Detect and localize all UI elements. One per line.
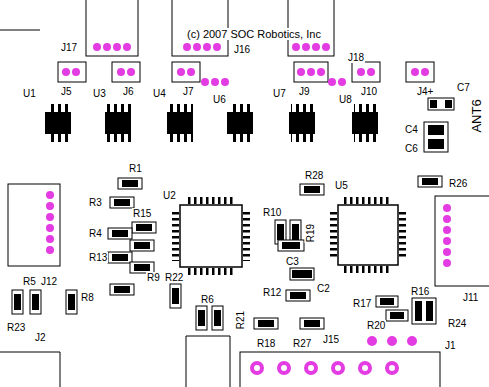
part-label: R26 [448,178,468,189]
part-label: R16 [410,286,430,297]
part-label: U1 [22,88,37,99]
part-label: U5 [334,180,349,191]
pad-holes [254,365,395,371]
part-label: R19 [305,223,316,243]
part-label: R6 [200,294,215,305]
copyright-notice: (c) 2007 SOC Robotics, Inc [186,28,322,40]
part-label: J9 [298,86,311,97]
pads [46,43,451,375]
part-label: U6 [212,94,227,105]
part-label: C2 [316,283,331,294]
part-label: J12 [40,276,58,287]
part-label: J11 [462,292,479,303]
part-label: R18 [256,338,276,349]
part-label: U8 [338,94,353,105]
part-label: U2 [162,190,177,201]
part-label: R8 [80,292,95,303]
part-label: J7 [182,86,195,97]
part-label: R28 [304,170,324,181]
part-label: J4+ [416,86,434,97]
part-label: U7 [272,88,287,99]
part-label: R9 [146,272,161,283]
part-label: J16 [233,44,251,55]
qfp-chips [172,197,406,275]
part-label: J2 [34,332,47,343]
part-label: R21 [235,310,246,330]
part-label: R3 [88,197,103,208]
part-label: R22 [164,272,184,283]
part-label: U3 [92,88,107,99]
chip-parts [12,98,454,330]
part-label: R13 [88,252,108,263]
part-label: J6 [122,86,135,97]
part-label: R27 [292,338,312,349]
part-label: C7 [456,82,471,93]
soic-chips [45,104,378,142]
part-label: R1 [128,163,143,174]
part-label: J17 [60,42,78,53]
part-label: R5 [22,276,37,287]
part-label: R15 [132,208,152,219]
part-label: R12 [262,287,282,298]
part-label: R4 [88,228,103,239]
part-label: J10 [360,86,378,97]
antenna-label: ANT6 [470,98,484,133]
part-label: C6 [404,143,419,154]
part-label: R24 [447,318,467,329]
part-label: C4 [404,124,419,135]
part-label: R17 [352,298,372,309]
part-label: J15 [322,334,340,345]
part-label: C3 [285,256,300,267]
chip-bodies [14,100,452,327]
part-label: J5 [60,86,73,97]
part-label: R10 [262,207,282,218]
part-label: J1 [444,340,457,351]
part-label: R23 [6,322,26,333]
part-label: R20 [366,320,386,331]
part-label: U4 [152,88,167,99]
part-label: J18 [347,52,365,63]
